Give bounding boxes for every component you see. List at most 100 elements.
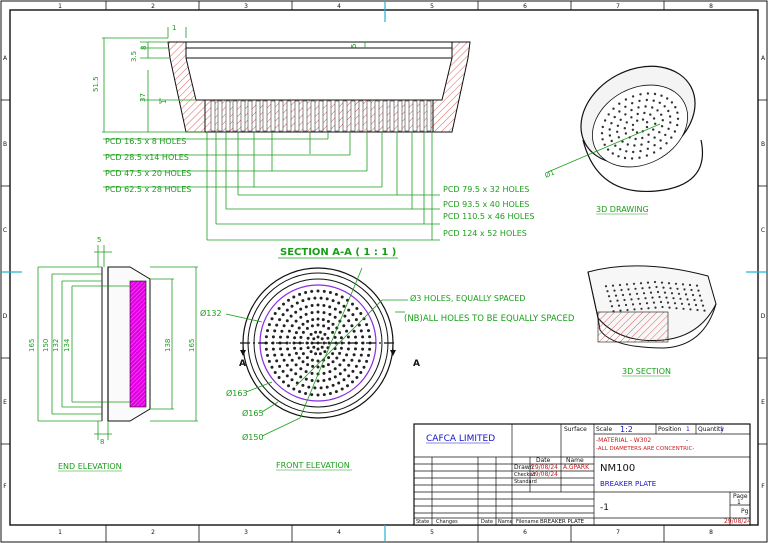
3d-section-hole (625, 283, 629, 286)
front-hole (316, 365, 320, 369)
front-hole (281, 369, 285, 373)
3d-section-hole (701, 304, 705, 307)
3d-hole (665, 142, 668, 145)
front-hole (297, 356, 301, 360)
3d-section-hole (620, 288, 623, 292)
3d-section-hole (653, 280, 657, 284)
front-hole (271, 335, 275, 339)
row-label: D (3, 313, 8, 320)
front-hole (316, 359, 320, 363)
plate-hole (318, 100, 324, 132)
front-hole (343, 368, 347, 372)
3d-section-hole (610, 305, 614, 308)
front-hole (326, 363, 330, 367)
front-hole (347, 374, 351, 378)
front-hole (310, 311, 314, 315)
front-hole (299, 347, 303, 351)
plate-hole (255, 100, 261, 132)
state-label: State (416, 519, 429, 525)
front-hole (346, 335, 350, 339)
filename-value: BREAKER PLATE (540, 519, 585, 525)
3d-hole (603, 143, 606, 146)
front-hole (280, 353, 284, 357)
front-hole (328, 312, 332, 316)
3d-section-hole (684, 293, 688, 296)
end-elevation-label: END ELEVATION (58, 462, 122, 471)
front-hole (316, 323, 320, 327)
front-dim: Ø165 (242, 408, 264, 418)
front-hole (277, 307, 281, 310)
front-hole (345, 329, 349, 333)
3d-hole (625, 150, 628, 153)
front-hole (321, 364, 325, 368)
3d-section-hole (645, 302, 649, 305)
drawn-date: 29/08/24 (531, 464, 558, 471)
3d-hole (612, 107, 615, 110)
front-hole (322, 393, 326, 397)
col-label: 7 (616, 3, 620, 10)
3d-section-hole (635, 292, 639, 295)
front-hole (338, 372, 342, 376)
3d-section-hole (682, 307, 685, 310)
front-hole (355, 376, 359, 379)
front-hole (290, 304, 294, 308)
plate-hole (247, 100, 253, 132)
front-hole (275, 359, 279, 363)
front-hole (294, 319, 298, 323)
front-hole (316, 335, 320, 339)
front-hole (294, 331, 298, 335)
3d-hole (631, 102, 634, 105)
plate-hole (326, 100, 332, 132)
front-hole (354, 364, 358, 368)
front-hole (365, 323, 369, 327)
front-hole (278, 364, 282, 368)
front-hole (306, 336, 310, 340)
plate-hole (358, 100, 364, 132)
3d-hole (631, 95, 635, 98)
front-hole (354, 347, 357, 351)
front-hole (298, 390, 302, 394)
3d-hole (616, 130, 619, 133)
dim-1-side: 1 (160, 100, 168, 104)
3d-section-hole (648, 286, 651, 289)
front-hole (282, 358, 286, 362)
front-hole (322, 379, 326, 382)
front-hole (299, 335, 303, 339)
front-hole (357, 323, 361, 327)
3d-hole (632, 150, 635, 154)
front-hole (340, 387, 344, 391)
front-hole (351, 313, 355, 317)
3d-hole (623, 127, 626, 130)
pcd-label: PCD 28.5 x14 HOLES (105, 153, 189, 162)
front-hole (307, 297, 311, 301)
front-hole (299, 367, 303, 371)
row-label: E (761, 399, 765, 406)
front-hole (285, 308, 289, 312)
row-label: E (3, 399, 7, 406)
3d-hole (641, 136, 644, 140)
3d-hole (638, 156, 641, 159)
pcd-label: PCD 47.5 x 20 HOLES (105, 169, 191, 178)
front-hole (282, 324, 286, 328)
plate-hole (262, 100, 268, 132)
dim-1-top: 1 (172, 24, 176, 32)
3d-section-hole (628, 293, 632, 296)
3d-section-hole (617, 304, 621, 307)
3d-section-hole (670, 292, 674, 295)
front-hole (362, 317, 366, 321)
plate-hole (426, 100, 432, 132)
3d-section-hole (689, 308, 692, 311)
3d-hole (654, 122, 657, 126)
section-right-wall (432, 41, 471, 133)
front-hole (289, 368, 293, 372)
row-label: B (3, 141, 7, 148)
part-number: NM100 (600, 463, 635, 474)
3d-hole (645, 98, 648, 102)
front-hole (282, 380, 285, 384)
front-hole (333, 375, 337, 379)
front-hole (310, 304, 314, 307)
3d-section-hole (686, 298, 689, 301)
3d-section-hole (638, 302, 642, 305)
